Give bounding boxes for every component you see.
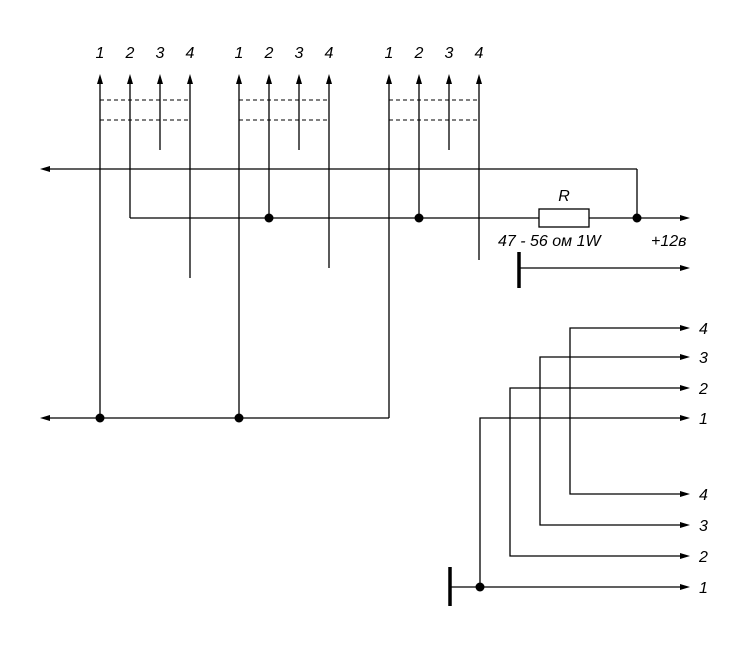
arrow-left-icon (40, 166, 50, 172)
supply-bus: R 47 - 56 ом 1W +12в (130, 188, 690, 250)
arrow-up-icon (157, 74, 163, 84)
pin-label: 4 (325, 45, 334, 62)
wire (539, 356, 680, 526)
arrow-right-icon (680, 522, 690, 528)
wire (509, 387, 680, 557)
pin-wires (97, 74, 482, 418)
output-harness: 4 3 2 1 4 3 2 1 (448, 321, 708, 606)
arrow-right-icon (680, 491, 690, 497)
top-bus (40, 166, 638, 218)
junction-dot (414, 213, 424, 223)
arrow-right-icon (680, 553, 690, 559)
pin-label: 1 (235, 45, 244, 62)
junction-dot (95, 413, 105, 423)
junction-dot (632, 213, 642, 223)
pin-label: 4 (475, 45, 484, 62)
resistor-spec: 47 - 56 ом 1W (498, 233, 602, 250)
pin-label: 1 (385, 45, 394, 62)
pin-label: 2 (264, 45, 274, 62)
arrow-up-icon (97, 74, 103, 84)
wire (479, 417, 680, 588)
arrow-right-icon (680, 354, 690, 360)
output-label: 2 (698, 381, 708, 398)
output-label: 1 (699, 411, 708, 428)
arrow-up-icon (386, 74, 392, 84)
arrow-right-icon (680, 415, 690, 421)
arrow-up-icon (127, 74, 133, 84)
resistor-designator: R (558, 188, 570, 205)
junction-dot (234, 413, 244, 423)
bottom-bus (40, 413, 389, 423)
resistor (538, 208, 590, 228)
arrow-right-icon (680, 325, 690, 331)
junction-dot (475, 582, 485, 592)
arrow-up-icon (476, 74, 482, 84)
pin-label: 3 (295, 45, 304, 62)
output-label: 4 (699, 487, 708, 504)
output-label: 3 (699, 350, 708, 367)
arrow-up-icon (326, 74, 332, 84)
arrow-up-icon (296, 74, 302, 84)
arrow-up-icon (446, 74, 452, 84)
output-label: 2 (698, 549, 708, 566)
arrow-up-icon (187, 74, 193, 84)
arrow-up-icon (266, 74, 272, 84)
wire (569, 327, 680, 495)
output-label: 4 (699, 321, 708, 338)
pin-label: 2 (125, 45, 135, 62)
pin-label: 1 (96, 45, 105, 62)
arrow-right-icon (680, 385, 690, 391)
arrow-right-icon (680, 215, 690, 221)
ground-output (517, 252, 690, 288)
arrow-right-icon (680, 265, 690, 271)
pin-label: 3 (445, 45, 454, 62)
supply-label: +12в (651, 233, 687, 250)
arrow-left-icon (40, 415, 50, 421)
arrow-up-icon (236, 74, 242, 84)
pin-label: 2 (414, 45, 424, 62)
output-label: 3 (699, 518, 708, 535)
output-label: 1 (699, 580, 708, 597)
arrow-up-icon (416, 74, 422, 84)
connector-group-2: 1 2 3 4 (235, 45, 334, 62)
connector-group-3: 1 2 3 4 (385, 45, 484, 62)
junction-dot (264, 213, 274, 223)
arrow-right-icon (680, 584, 690, 590)
pin-label: 3 (156, 45, 165, 62)
connector-group-1: 1 2 3 4 (96, 45, 195, 62)
pin-label: 4 (186, 45, 195, 62)
